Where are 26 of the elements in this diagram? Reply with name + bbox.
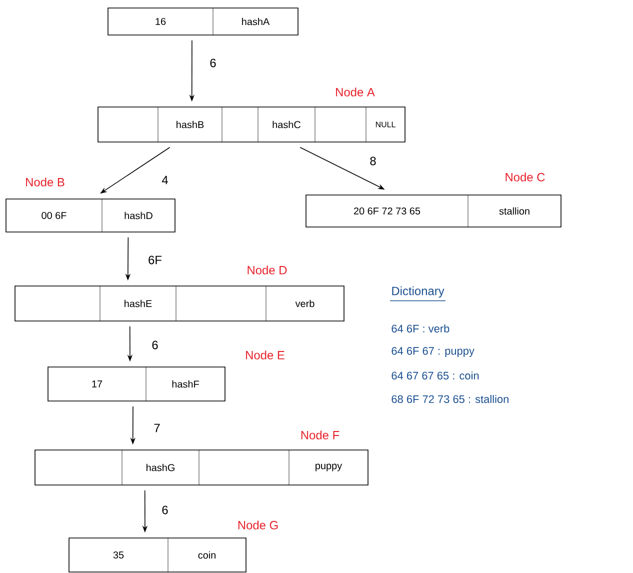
node-label: Node D (248, 266, 287, 274)
record-box: hashG puppy (34, 450, 368, 486)
record-box: 35 coin (68, 538, 246, 572)
node-label: Node E (246, 350, 284, 360)
record-box: 20 6F 72 73 65 stallion (306, 194, 562, 228)
node-label: Node C (506, 172, 545, 182)
record-box: 16 hashA (108, 8, 298, 36)
edge-label: 6 (210, 58, 216, 68)
record-box: 17 hashF (48, 366, 226, 402)
edge-label: 8 (370, 156, 376, 166)
edge-label: 6F (148, 256, 162, 264)
record-box: 00 6F hashD (6, 198, 176, 232)
dictionary-entry: 64 67 67 65 : coin (392, 371, 479, 380)
node-label: Node F (301, 430, 340, 440)
node-label: Node B (26, 178, 64, 186)
record-box: hashE verb (14, 286, 344, 322)
dictionary-entry: 64 6F : verb (392, 324, 450, 333)
dictionary-heading: Dictionary (390, 286, 446, 302)
edge-label: 6 (162, 506, 168, 514)
node-label: Node A (336, 88, 375, 96)
edge-label: 6 (152, 340, 158, 350)
dictionary-entry: 64 6F 67 : puppy (392, 347, 474, 357)
node-label: Node G (238, 520, 278, 530)
edge-label: 4 (162, 176, 168, 184)
edge-label: 7 (154, 424, 160, 432)
dictionary-entry: 68 6F 72 73 65 : stallion (392, 394, 508, 404)
